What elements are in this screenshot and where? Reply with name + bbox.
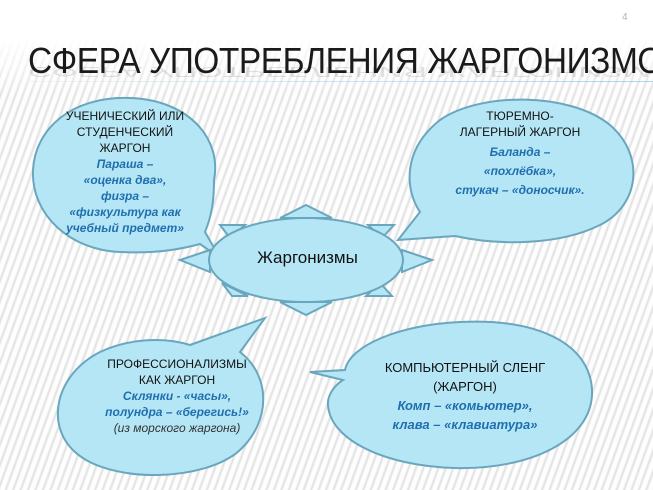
bubble-example: Параша – (96, 157, 154, 171)
bubble-heading: СТУДЕНЧЕСКИЙ (76, 125, 174, 139)
bubble-example: «похлёбка», (483, 164, 557, 178)
bubble-example: физра – (100, 189, 150, 203)
bubble-prison-text: ТЮРЕМНО- ЛАГЕРНЫЙ ЖАРГОН Баланда – «похл… (420, 108, 620, 198)
bubble-heading: ПРОФЕССИОНАЛИЗМЫ (107, 357, 247, 371)
bubble-student-text: УЧЕНИЧЕСКИЙ ИЛИ СТУДЕНЧЕСКИЙ ЖАРГОН Пара… (40, 108, 210, 236)
bubble-heading: КОМПЬЮТЕРНЫЙ СЛЕНГ (384, 360, 546, 375)
bubble-professional (56, 315, 268, 476)
bubble-professional-text: ПРОФЕССИОНАЛИЗМЫ КАК ЖАРГОН Склянки - «ч… (82, 356, 272, 436)
bubble-example: «физкультура как (69, 205, 181, 219)
bubble-example: стукач – «доносчик». (455, 183, 585, 197)
slide-number: 4 (622, 12, 628, 23)
bubble-computer-text: КОМПЬЮТЕРНЫЙ СЛЕНГ (ЖАРГОН) Комп – «комь… (355, 358, 575, 434)
bubble-example: Баланда – (489, 145, 551, 159)
bubble-computer (309, 320, 594, 470)
bubble-example: клава – «клавиатура» (392, 417, 538, 432)
bubble-note: (из морского жаргона) (113, 421, 241, 435)
bubble-example: полундра – «берегись!» (105, 405, 249, 419)
bubble-heading: ТЮРЕМНО- (486, 109, 554, 123)
bubble-heading: КАК ЖАРГОН (138, 373, 216, 387)
bubble-example: учебный предмет» (66, 221, 184, 235)
center-star (177, 203, 435, 317)
bubble-prison (395, 98, 635, 244)
center-label: Жаргонизмы (257, 248, 358, 267)
title-divider (30, 81, 653, 82)
bubble-example: Комп – «комьютер», (397, 398, 533, 413)
bubble-example: Склянки - «часы», (122, 389, 232, 403)
bubble-heading: УЧЕНИЧЕСКИЙ ИЛИ (65, 109, 185, 123)
bubble-heading: ЖАРГОН (99, 141, 151, 155)
bubble-heading: ЛАГЕРНЫЙ ЖАРГОН (459, 125, 581, 139)
header-background (0, 0, 653, 95)
slide-title: СФЕРА УПОТРЕБЛЕНИЯ ЖАРГОНИЗМОВ (28, 40, 653, 81)
bubble-heading: (ЖАРГОН) (433, 379, 497, 394)
bubble-example: «оценка два», (83, 173, 167, 187)
